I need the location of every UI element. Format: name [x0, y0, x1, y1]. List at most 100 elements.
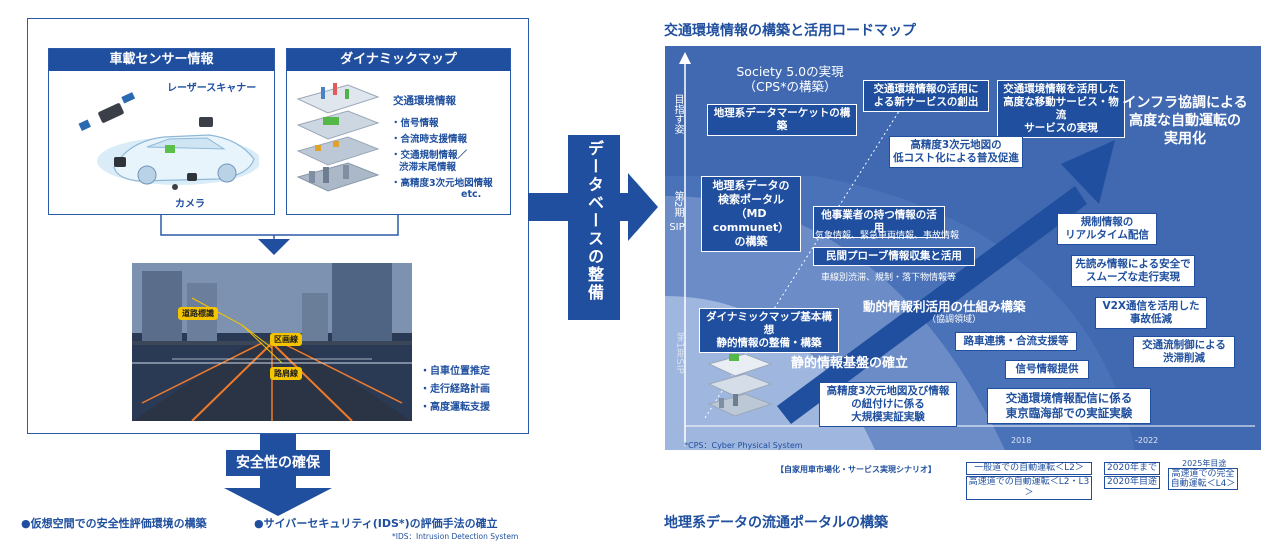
infra-goal-line1: インフラ協調による — [1122, 95, 1248, 111]
camera-label: カメラ — [175, 199, 205, 210]
box-foresee-info: 先読み情報による安全で スムーズな走行実現 — [1071, 255, 1195, 287]
box-traffic-control: 交通流制御による 渋滞削減 — [1133, 336, 1235, 368]
safety-label: 安全性の確保 — [226, 450, 330, 476]
legend-by-2020: 2020年まで — [1104, 462, 1160, 475]
legend-general-road: 一般道での自動運転＜L2＞ — [966, 462, 1092, 475]
probe-info-sub: 車線別渋滞、規制・落下物情報等 — [821, 273, 957, 283]
box-low-cost-line2: 低コスト化による普及促進 — [893, 152, 1019, 164]
car-sensor-illustration — [78, 92, 259, 190]
axis-sip2-line1: 第2期 — [672, 190, 683, 218]
year-2022: -2022 — [1135, 436, 1159, 445]
dynamic-map-panel: ダイナミックマップ 交通環境情報 ・信号情報 ・合流時支援情報 ・交通規制情報／… — [286, 48, 511, 215]
box-control-line1: 交通流制御による — [1142, 339, 1226, 351]
box-mobility-line1: 交通環境情報を活用した — [1003, 83, 1119, 95]
box-large-demo-line2: の紐付けに係る — [851, 398, 925, 410]
box-probe-info: 民間プローブ情報収集と活用 — [813, 247, 975, 266]
box-data-portal-line1: 地理系データの — [712, 179, 790, 192]
box-large-demo-line3: 大規模実証実験 — [851, 411, 925, 423]
legend-highway-l2l3: 高速道での自動運転＜L2・L3＞ — [966, 476, 1092, 500]
box-other-business: 他事業者の持つ情報の活用 — [813, 206, 945, 238]
box-mobility-service: 交通環境情報を活用した 高度な移動サービス・物流 サービスの実現 — [997, 80, 1125, 138]
database-label: データベースの整備 — [585, 140, 604, 302]
road-camera-image: 道路標識 区画線 路肩線 — [132, 263, 412, 421]
dynamic-item-congestion: 渋滞末尾情報 — [399, 162, 457, 173]
box-road-vehicle-merge: 路車連携・合流支援等 — [955, 332, 1077, 351]
axis-sip1-label: 第1期SIP — [674, 332, 685, 374]
box-realtime-line1: 規制情報の — [1080, 216, 1134, 228]
axis-sip2-label: 第2期 SIP — [665, 186, 689, 234]
infra-goal-line3: 実用化 — [1164, 131, 1206, 147]
axis-goal-label: 目指す姿 — [672, 94, 683, 134]
box-realtime-regulation: 規制情報の リアルタイム配信 — [1057, 213, 1157, 245]
sensor-panel-title: 車載センサー情報 — [49, 49, 274, 71]
dynamic-mechanism-label: 動的情報利活用の仕組み構築 — [863, 299, 1026, 314]
tag-lane-marking: 区画線 — [270, 333, 302, 346]
legend-highway-l4-line1: 高速道での完全 — [1171, 469, 1235, 479]
dynamic-item-regulation: ・交通規制情報／ — [391, 150, 468, 161]
box-tokyo-demo: 交通環境情報配信に係る 東京臨海部での実証実験 — [987, 388, 1151, 424]
roadmap-map-layers — [707, 353, 773, 417]
roadmap-title: 交通環境情報の構築と活用ロードマップ — [664, 23, 916, 39]
laser-scanner-label: レーザースキャナー — [167, 83, 257, 94]
society-heading: Society 5.0の実現 （CPS*の構築） — [725, 64, 855, 94]
box-large-demo: 高精度3次元地図及び情報 の紐付けに係る 大規模実証実験 — [819, 382, 957, 427]
box-tokyo-line2: 東京臨海部での実証実験 — [1005, 406, 1133, 420]
box-v2x-line1: V2X通信を活用した — [1102, 300, 1200, 312]
roadmap-canvas: Society 5.0の実現 （CPS*の構築） 目指す姿 第2期 SIP 第1… — [665, 46, 1261, 450]
dynamic-item-3dmap: ・高精度3次元地図情報 — [391, 178, 493, 189]
legend-target-2025: 2025年目途 — [1182, 459, 1227, 468]
box-data-portal-line3: （MD communet） — [712, 207, 790, 234]
box-new-service-line2: よる新サービスの創出 — [873, 96, 979, 108]
bottom-item-cybersecurity: ●サイバーセキュリティ(IDS*)の評価手法の確立 — [254, 517, 498, 530]
box-v2x: V2X通信を活用した 事故低減 — [1095, 297, 1207, 329]
box-dm-basic-plan: ダイナミックマップ基本構想 静的情報の整備・構築 — [699, 308, 839, 353]
axis-sip2-line2: SIP — [669, 222, 685, 233]
infra-goal-line2: 高度な自動運転の — [1129, 113, 1241, 129]
bullet-path-planning: ・走行経路計画 — [420, 384, 490, 395]
bullet-driving-support: ・高度運転支援 — [420, 402, 490, 413]
box-large-demo-line1: 高精度3次元地図及び情報 — [826, 385, 950, 397]
dynamic-mechanism-sub: （協調領域） — [927, 315, 982, 325]
society-line2: （CPS*の構築） — [743, 79, 837, 94]
box-mobility-line3: サービスの実現 — [1024, 122, 1098, 134]
other-business-sub: 気象情報、緊急車両情報、事故情報 — [815, 231, 960, 241]
box-low-cost-map: 高精度3次元地図の 低コスト化による普及促進 — [889, 136, 1023, 168]
dynamic-heading: 交通環境情報 — [393, 95, 456, 107]
infra-goal: インフラ協調による 高度な自動運転の 実用化 — [1115, 94, 1255, 148]
society-line1: Society 5.0の実現 — [736, 64, 844, 79]
map-layers-illustration — [296, 83, 380, 192]
box-geo-market: 地理系データマーケットの構築 — [707, 104, 857, 136]
box-foresee-line2: スムーズな走行実現 — [1086, 271, 1180, 283]
bullet-localization: ・自車位置推定 — [420, 366, 490, 377]
box-low-cost-line1: 高精度3次元地図の — [910, 139, 1002, 151]
box-foresee-line1: 先読み情報による安全で — [1075, 258, 1191, 270]
tag-road-edge: 路肩線 — [270, 367, 302, 380]
box-data-portal: 地理系データの 検索ポータル （MD communet） の構築 — [701, 176, 801, 252]
box-dm-basic-line2: 静的情報の整備・構築 — [716, 337, 822, 349]
road-scene-illustration — [132, 263, 412, 421]
year-2018: 2018 — [1011, 436, 1032, 445]
cps-note: *CPS：Cyber Physical System — [684, 441, 803, 450]
dynamic-item-merge: ・合流時支援情報 — [391, 134, 468, 145]
box-new-service-line1: 交通環境情報の活用に — [873, 83, 979, 95]
sensor-panel: 車載センサー情報 レーザースキャナー カメラ — [48, 48, 275, 215]
box-data-portal-line2: 検索ポータル — [718, 193, 784, 206]
ids-note: *IDS：Intrusion Detection System — [392, 532, 519, 541]
legend-highway-l4: 高速道での完全 自動運転＜L4＞ — [1168, 468, 1238, 490]
bottom-item-virtual-safety: ●仮想空間での安全性評価環境の構築 — [21, 517, 207, 530]
legend-scenario: 【自家用車市場化・サービス実現シナリオ】 — [776, 465, 936, 474]
left-frame — [27, 18, 529, 434]
dynamic-item-signal: ・信号情報 — [391, 118, 439, 129]
box-mobility-line2: 高度な移動サービス・物流 — [1003, 96, 1119, 121]
box-v2x-line2: 事故低減 — [1130, 313, 1172, 325]
box-new-service: 交通環境情報の活用に よる新サービスの創出 — [863, 80, 989, 112]
static-base-label: 静的情報基盤の確立 — [791, 356, 909, 371]
dynamic-map-title: ダイナミックマップ — [287, 49, 510, 71]
box-realtime-line2: リアルタイム配信 — [1065, 229, 1149, 241]
legend-highway-l4-line2: 自動運転＜L4＞ — [1170, 479, 1236, 489]
portal-bottom-title: 地理系データの流通ポータルの構築 — [664, 515, 888, 531]
box-tokyo-line1: 交通環境情報配信に係る — [1005, 391, 1133, 405]
box-dm-basic-line1: ダイナミックマップ基本構想 — [706, 311, 832, 336]
legend-target-2020: 2020年目途 — [1104, 476, 1160, 489]
safety-arrow — [224, 434, 332, 516]
